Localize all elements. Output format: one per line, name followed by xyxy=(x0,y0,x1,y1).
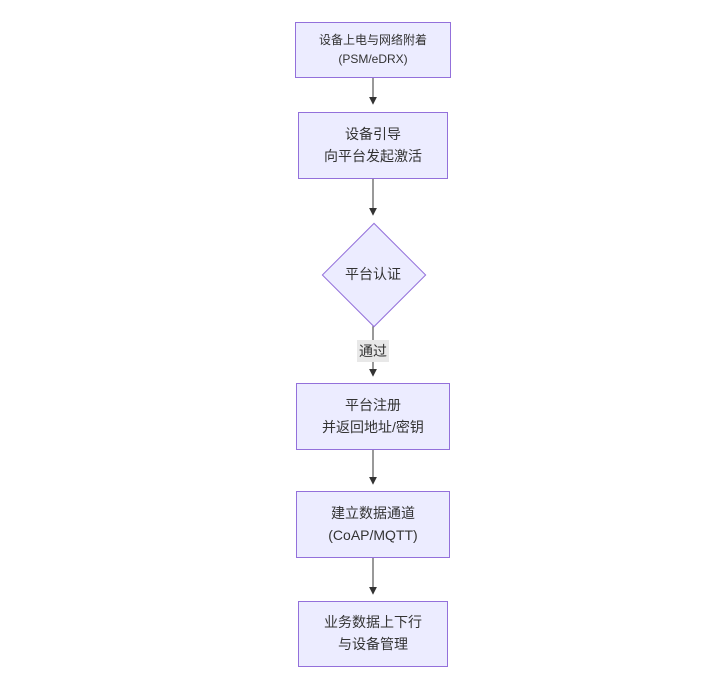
node-label-line: (CoAP/MQTT) xyxy=(328,526,418,543)
node-power-on-attach: 设备上电与网络附着 (PSM/eDRX) xyxy=(295,22,451,78)
node-label-line: 建立数据通道 xyxy=(331,504,415,521)
node-data-channel: 建立数据通道 (CoAP/MQTT) xyxy=(296,491,450,558)
node-label-line: 向平台发起激活 xyxy=(324,147,422,164)
node-business-data: 业务数据上下行 与设备管理 xyxy=(298,601,448,667)
edge-label-pass: 通过 xyxy=(357,340,389,362)
node-label-line: (PSM/eDRX) xyxy=(338,52,408,66)
node-platform-auth-decision: 平台认证 xyxy=(321,222,426,327)
node-label-line: 并返回地址/密钥 xyxy=(322,418,424,435)
node-label-line: 平台认证 xyxy=(345,266,401,282)
node-label-line: 与设备管理 xyxy=(338,636,408,652)
node-label-line: 设备引导 xyxy=(345,125,401,142)
node-device-bootstrap: 设备引导 向平台发起激活 xyxy=(298,112,448,179)
node-label-line: 设备上电与网络附着 xyxy=(318,33,427,48)
node-label-line: 业务数据上下行 xyxy=(324,614,422,631)
node-platform-register: 平台注册 并返回地址/密钥 xyxy=(296,383,450,450)
node-label-line: 平台注册 xyxy=(345,396,401,413)
